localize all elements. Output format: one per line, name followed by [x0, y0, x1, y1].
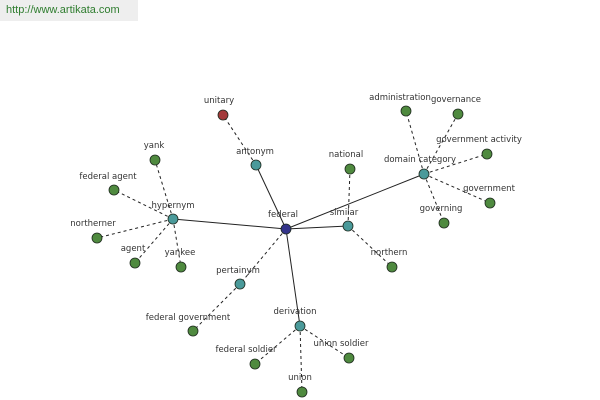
- node-label[interactable]: northern: [371, 248, 408, 258]
- node-label[interactable]: union soldier: [314, 339, 369, 349]
- node-label[interactable]: governance: [431, 95, 481, 105]
- node-label[interactable]: hypernym: [151, 201, 194, 211]
- node-yankee[interactable]: yankee: [165, 248, 196, 273]
- node-label[interactable]: union: [288, 373, 312, 383]
- node-dot[interactable]: [129, 257, 141, 269]
- node-dot[interactable]: [294, 320, 306, 332]
- node-northerner[interactable]: northerner: [70, 219, 116, 244]
- node-dot[interactable]: [108, 184, 120, 196]
- node-dot[interactable]: [481, 148, 493, 160]
- node-dot[interactable]: [344, 163, 356, 175]
- node-pertainym[interactable]: pertainym: [216, 266, 260, 290]
- edge-federal-to-hypernym: [172, 218, 287, 230]
- node-hypernym[interactable]: hypernym: [151, 201, 195, 225]
- edge-derivation-to-union: [299, 325, 303, 393]
- node-national[interactable]: national: [329, 150, 363, 175]
- node-label[interactable]: antonym: [236, 147, 274, 157]
- node-federal-government[interactable]: federal government: [146, 313, 231, 337]
- edge-hypernym-to-agent: [134, 218, 174, 264]
- node-label[interactable]: federal: [268, 210, 298, 220]
- edge-federal-to-domain-category: [285, 173, 425, 230]
- nodes-layer: federal antonym hypernym similar domain cate…: [70, 93, 522, 398]
- node-northern[interactable]: northern: [371, 248, 408, 273]
- node-dot[interactable]: [418, 168, 430, 180]
- edge-hypernym-to-federal-agent: [113, 189, 174, 220]
- edge-domain-category-to-government-activity: [423, 153, 488, 175]
- node-dot[interactable]: [343, 352, 355, 364]
- node-label[interactable]: derivation: [273, 307, 316, 317]
- node-antonym[interactable]: antonym: [236, 147, 274, 171]
- node-label[interactable]: administration: [369, 93, 431, 103]
- node-label[interactable]: unitary: [204, 96, 234, 106]
- node-derivation[interactable]: derivation: [273, 307, 317, 332]
- node-federal-agent[interactable]: federal agent: [79, 172, 137, 196]
- node-dot[interactable]: [452, 108, 464, 120]
- node-label[interactable]: national: [329, 150, 363, 160]
- node-dot[interactable]: [217, 109, 229, 121]
- edge-domain-category-to-governing: [423, 173, 445, 224]
- node-dot[interactable]: [149, 154, 161, 166]
- node-unitary[interactable]: unitary: [204, 96, 234, 121]
- node-similar[interactable]: similar: [330, 208, 359, 232]
- node-dot[interactable]: [91, 232, 103, 244]
- node-governing[interactable]: governing: [420, 204, 463, 229]
- edge-antonym-to-unitary: [222, 114, 257, 166]
- node-label[interactable]: yankee: [165, 248, 196, 258]
- node-label[interactable]: government activity: [436, 135, 522, 145]
- node-union-soldier[interactable]: union soldier: [314, 339, 369, 364]
- edge-federal-to-antonym: [255, 164, 287, 230]
- node-dot[interactable]: [250, 159, 262, 171]
- node-dot[interactable]: [386, 261, 398, 273]
- node-label[interactable]: northerner: [70, 219, 116, 229]
- node-label[interactable]: pertainym: [216, 266, 260, 276]
- node-administration[interactable]: administration: [369, 93, 431, 117]
- node-federal-soldier[interactable]: federal soldier: [215, 345, 277, 370]
- node-dot[interactable]: [167, 213, 179, 225]
- edge-derivation-to-union-soldier: [299, 325, 350, 359]
- node-dot[interactable]: [187, 325, 199, 337]
- node-dot[interactable]: [342, 220, 354, 232]
- node-government-activity[interactable]: government activity: [436, 135, 522, 160]
- node-dot[interactable]: [296, 386, 308, 398]
- edges-layer: [96, 110, 491, 393]
- edge-federal-to-similar: [285, 225, 349, 230]
- node-label[interactable]: agent: [121, 244, 146, 254]
- node-label[interactable]: federal soldier: [215, 345, 277, 355]
- edge-domain-category-to-administration: [405, 110, 425, 175]
- edge-federal-to-derivation: [285, 228, 301, 327]
- node-yank[interactable]: yank: [144, 141, 165, 166]
- edge-pertainym-to-federal-government: [192, 283, 241, 332]
- node-dot[interactable]: [484, 197, 496, 209]
- node-government[interactable]: government: [463, 184, 516, 209]
- node-domain-category[interactable]: domain category: [384, 155, 456, 180]
- node-label[interactable]: yank: [144, 141, 165, 151]
- node-dot[interactable]: [280, 223, 292, 235]
- source-url-banner[interactable]: http://www.artikata.com: [0, 0, 138, 21]
- edge-hypernym-to-yank: [154, 159, 174, 220]
- node-label[interactable]: domain category: [384, 155, 456, 165]
- edge-similar-to-northern: [347, 225, 393, 268]
- edge-derivation-to-federal-soldier: [254, 325, 301, 365]
- edge-hypernym-to-northerner: [96, 218, 174, 239]
- node-label[interactable]: federal agent: [79, 172, 137, 182]
- node-dot[interactable]: [400, 105, 412, 117]
- node-label[interactable]: similar: [330, 208, 359, 218]
- node-dot[interactable]: [438, 217, 450, 229]
- node-union[interactable]: union: [288, 373, 312, 398]
- node-label[interactable]: governing: [420, 204, 463, 214]
- node-label[interactable]: federal government: [146, 313, 231, 323]
- node-dot[interactable]: [175, 261, 187, 273]
- edge-domain-category-to-government: [423, 173, 491, 204]
- node-agent[interactable]: agent: [121, 244, 146, 269]
- node-dot[interactable]: [249, 358, 261, 370]
- node-governance[interactable]: governance: [431, 95, 481, 120]
- node-label[interactable]: government: [463, 184, 515, 194]
- node-federal[interactable]: federal: [268, 210, 298, 235]
- node-dot[interactable]: [234, 278, 246, 290]
- edge-hypernym-to-yankee: [172, 218, 182, 268]
